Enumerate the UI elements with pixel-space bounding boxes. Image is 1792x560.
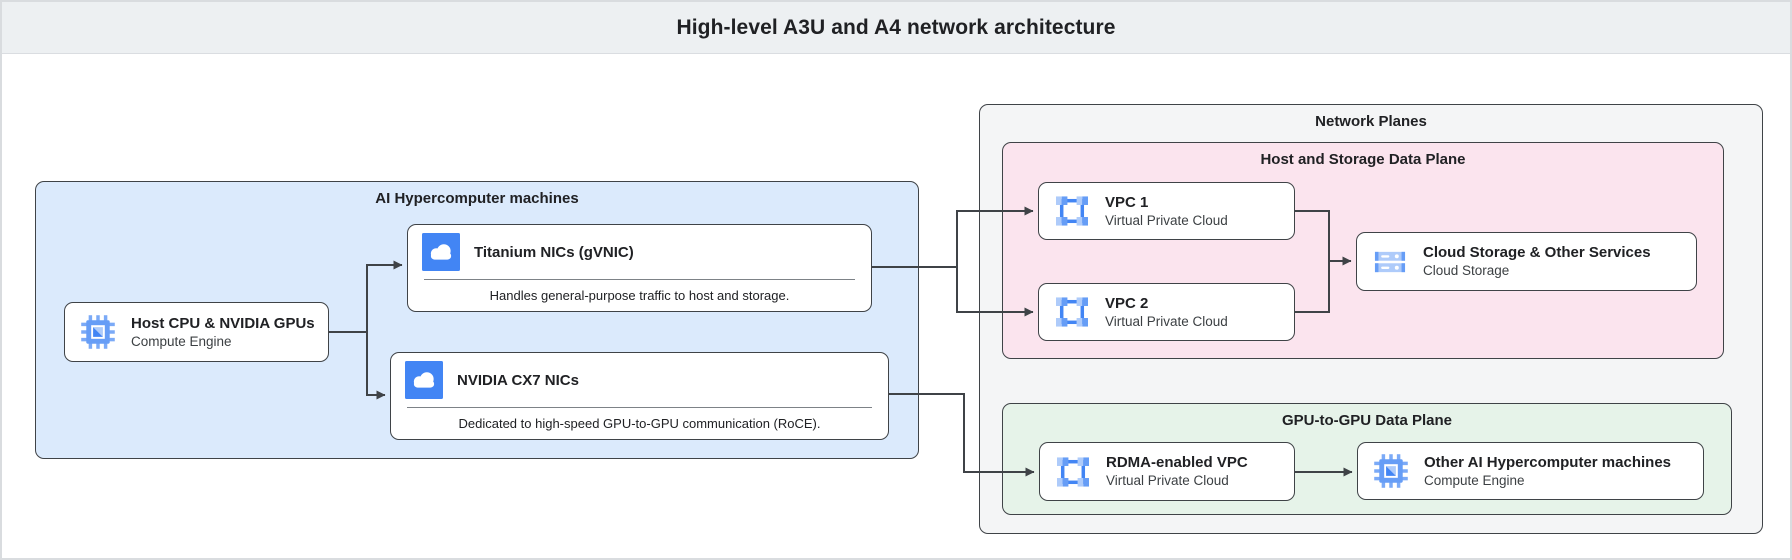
card-title: VPC 2 bbox=[1105, 294, 1149, 312]
header-bar: High-level A3U and A4 network architectu… bbox=[2, 2, 1790, 54]
card-subtitle: Cloud Storage bbox=[1423, 263, 1510, 278]
card-description: Handles general-purpose traffic to host … bbox=[489, 288, 790, 303]
divider bbox=[407, 407, 872, 408]
divider bbox=[424, 279, 855, 280]
card-title: RDMA-enabled VPC bbox=[1106, 454, 1248, 471]
host-cpu-card: Host CPU & NVIDIA GPUs Compute Engine bbox=[64, 302, 329, 362]
card-title: NVIDIA CX7 NICs bbox=[457, 371, 579, 389]
group-label: Host and Storage Data Plane bbox=[1260, 151, 1466, 168]
titanium-nics-card: Titanium NICs (gVNIC) Handles general-pu… bbox=[407, 224, 872, 312]
card-subtitle: Virtual Private Cloud bbox=[1105, 313, 1228, 329]
card-title: Host CPU & NVIDIA GPUs bbox=[131, 314, 315, 332]
vpc2-card: VPC 2 Virtual Private Cloud bbox=[1038, 283, 1295, 341]
vpc-icon bbox=[1054, 453, 1092, 491]
other-ai-machines-card: Other AI Hypercomputer machines Compute … bbox=[1357, 442, 1704, 500]
card-subtitle: Virtual Private Cloud bbox=[1106, 473, 1229, 488]
card-title: Titanium NICs (gVNIC) bbox=[474, 243, 634, 261]
card-title: VPC 1 bbox=[1105, 193, 1149, 211]
group-label: Network Planes bbox=[1315, 113, 1427, 130]
card-subtitle: Compute Engine bbox=[131, 333, 232, 349]
group-label: AI Hypercomputer machines bbox=[375, 190, 579, 207]
card-title: Cloud Storage & Other Services bbox=[1423, 244, 1651, 261]
rdma-vpc-card: RDMA-enabled VPC Virtual Private Cloud bbox=[1039, 442, 1295, 501]
card-description: Dedicated to high-speed GPU-to-GPU commu… bbox=[458, 416, 821, 431]
card-title: Other AI Hypercomputer machines bbox=[1424, 453, 1672, 471]
cloud-storage-icon bbox=[1371, 243, 1409, 281]
card-subtitle: Compute Engine bbox=[1424, 472, 1525, 488]
vpc1-card: VPC 1 Virtual Private Cloud bbox=[1038, 182, 1295, 240]
compute-engine-icon bbox=[79, 313, 117, 351]
gvnic-cloud-icon bbox=[405, 361, 443, 399]
page-title: High-level A3U and A4 network architectu… bbox=[676, 15, 1116, 39]
compute-engine-icon bbox=[1372, 452, 1410, 490]
card-subtitle: Virtual Private Cloud bbox=[1105, 212, 1228, 228]
gvnic-cloud-icon bbox=[422, 233, 460, 271]
vpc-icon bbox=[1053, 293, 1091, 331]
cloud-storage-card: Cloud Storage & Other Services Cloud Sto… bbox=[1356, 232, 1697, 291]
nvidia-cx7-nics-card: NVIDIA CX7 NICs Dedicated to high-speed … bbox=[390, 352, 889, 440]
vpc-icon bbox=[1053, 192, 1091, 230]
group-label: GPU-to-GPU Data Plane bbox=[1281, 412, 1453, 429]
